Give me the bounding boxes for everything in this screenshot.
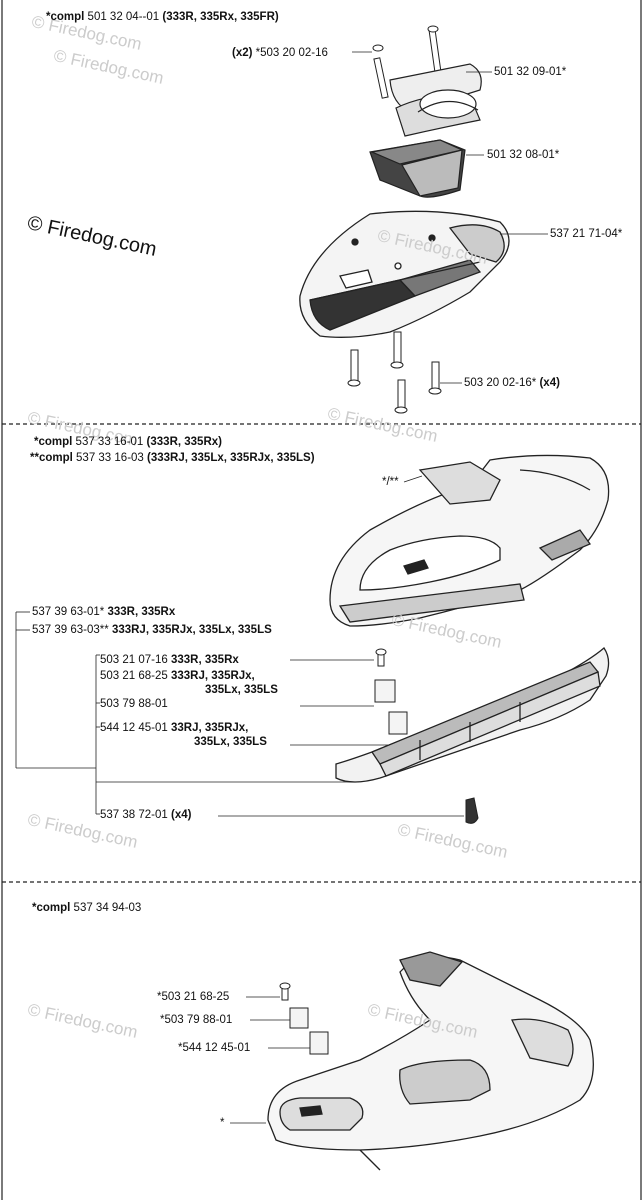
bolt-callout: 503 20 02-16* (x4) <box>464 377 560 390</box>
block-part <box>369 139 466 198</box>
screw-a-models: 333R, 335Rx <box>171 654 239 666</box>
kit-prefix: **compl <box>30 452 73 464</box>
kit-number: 537 34 94-03 <box>73 902 142 914</box>
screw-a-number: 503 21 07-16 <box>100 654 168 666</box>
kit-prefix: *compl <box>34 436 73 448</box>
blade-a-callout: 537 39 63-01* 333R, 335Rx <box>32 606 175 619</box>
knife-part-number: *544 12 45-01 <box>178 1042 251 1054</box>
kit-prefix: *compl <box>32 902 71 914</box>
clip-number: 537 38 72-01 <box>100 809 168 821</box>
kit-models: (333RJ, 335Lx, 335RJx, 335LS) <box>147 452 315 464</box>
kit-prefix: *compl <box>46 11 85 23</box>
blade-a-number: 537 39 63-01* <box>32 606 105 618</box>
guard-reference: */** <box>382 476 399 488</box>
knife-models-line2: 335Lx, 335LS <box>194 736 267 749</box>
kit-number: 537 33 16-01 <box>75 436 144 448</box>
guard-part-number: 537 21 71-04* <box>550 228 623 240</box>
plate-part-number: 503 79 88-01 <box>100 698 168 710</box>
screw-part-number: *503 20 02-16 <box>255 47 328 59</box>
kit-models: (333R, 335Rx) <box>146 436 222 448</box>
clip-qty: (x4) <box>171 809 192 821</box>
screw-b-models: 333RJ, 335RJx, <box>171 670 255 682</box>
screw-qty: (x2) <box>232 47 253 59</box>
screw-b-callout: 503 21 68-25 333RJ, 335RJx, <box>100 670 255 683</box>
screw-b-models-line2: 335Lx, 335LS <box>205 684 278 697</box>
clamp-part <box>389 63 482 137</box>
screw-callout: (x2) *503 20 02-16 <box>232 47 328 60</box>
knife-models: 335Lx, 335LS <box>194 736 267 748</box>
guard-reference: * <box>220 1117 225 1129</box>
blade-b-callout: 537 39 63-03** 333RJ, 335RJx, 335Lx, 335… <box>32 624 272 637</box>
section1-leaders <box>352 51 548 384</box>
screw-a-callout: 503 21 07-16 333R, 335Rx <box>100 654 239 667</box>
guard-part <box>299 210 510 338</box>
kit-models: (333R, 335Rx, 335FR) <box>162 11 279 23</box>
section3-leaders <box>230 996 310 1124</box>
kit-title-section1: *compl 501 32 04--01 (333R, 335Rx, 335FR… <box>46 11 279 24</box>
block-part-number: 501 32 08-01* <box>487 149 560 161</box>
screw-b-number: 503 21 68-25 <box>100 670 168 682</box>
blade-a-models: 333R, 335Rx <box>107 606 176 618</box>
section2-leaders <box>15 475 464 817</box>
blade-b-models: 333RJ, 335RJx, 335Lx, 335LS <box>111 624 272 636</box>
kit-title-section3: *compl 537 34 94-03 <box>32 902 141 915</box>
kit-title-section2-a: *compl 537 33 16-01 (333R, 335Rx) <box>34 436 222 449</box>
kit-number: 537 33 16-03 <box>76 452 144 464</box>
bolts-bottom <box>347 331 442 414</box>
screws-top <box>372 25 442 99</box>
screw-b-models: 335Lx, 335LS <box>205 684 278 696</box>
small-parts-section2 <box>374 648 479 824</box>
knife-number: 544 12 45-01 <box>100 722 168 734</box>
small-parts-section3 <box>279 982 329 1055</box>
kit-title-section2-b: **compl 537 33 16-03 (333RJ, 335Lx, 335R… <box>30 452 315 465</box>
blade-strip-section2 <box>335 647 610 783</box>
guard-section3 <box>267 951 594 1171</box>
plate-part-number: *503 79 88-01 <box>160 1014 233 1026</box>
knife-models: 33RJ, 335RJx, <box>171 722 249 734</box>
blade-b-number: 537 39 63-03** <box>32 624 109 636</box>
clamp-part-number: 501 32 09-01* <box>494 66 567 78</box>
upper-guard-section2 <box>329 454 610 627</box>
bolt-qty: (x4) <box>539 377 560 389</box>
screw-part-number: *503 21 68-25 <box>157 991 230 1003</box>
clip-callout: 537 38 72-01 (x4) <box>100 809 191 822</box>
bolt-part-number: 503 20 02-16* <box>464 377 537 389</box>
kit-number: 501 32 04--01 <box>87 11 160 23</box>
knife-callout: 544 12 45-01 33RJ, 335RJx, <box>100 722 248 735</box>
